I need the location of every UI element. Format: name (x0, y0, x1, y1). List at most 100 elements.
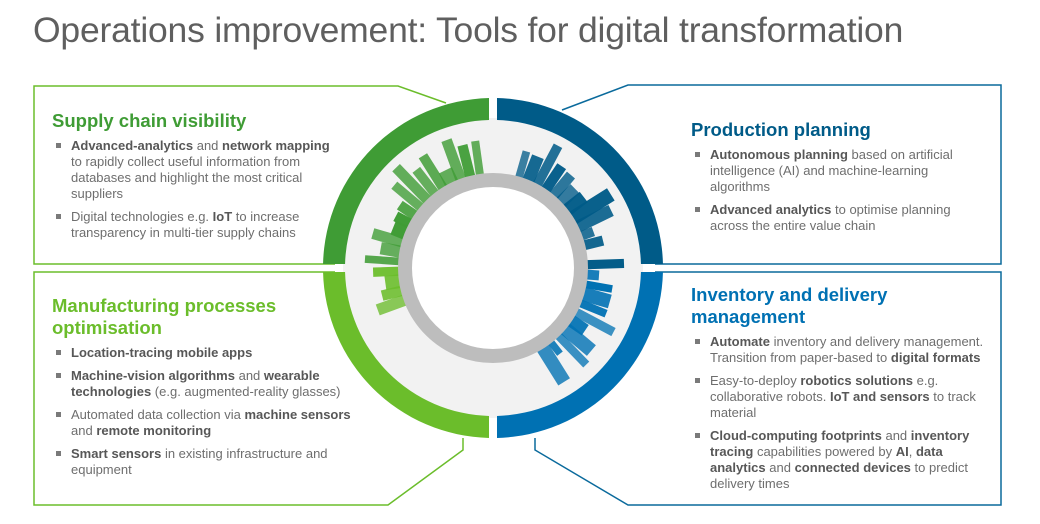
building-shape (581, 287, 612, 309)
building-shape (573, 308, 616, 337)
bullet-item: Advanced analytics to optimise planning … (691, 202, 981, 234)
building-shape (457, 144, 476, 179)
text: to increase transparency in multi-tier s… (71, 209, 300, 240)
manufacturing-box-border (33, 271, 464, 506)
inventory-title: Inventory and delivery management (691, 284, 888, 327)
text: (e.g. augmented-reality glasses) (151, 384, 341, 399)
text: capabilities powered by (753, 444, 896, 459)
bold-text: connected devices (794, 460, 911, 475)
supply-box-border (33, 85, 447, 265)
bold-text: Location-tracing mobile apps (71, 345, 253, 360)
supply-ring-segment (323, 98, 490, 265)
bullet-item: Autonomous planning based on artificial … (691, 147, 981, 195)
bold-text: inventory tracing (710, 428, 970, 459)
page-title: Operations improvement: Tools for digita… (33, 10, 904, 50)
bold-text: Machine-vision algorithms (71, 368, 235, 383)
bullet-item: Easy-to-deploy robotics solutions e.g. c… (691, 373, 991, 421)
bold-text: Advanced-analytics (71, 138, 194, 153)
center-gray-ring (398, 173, 588, 363)
building-shape (582, 235, 605, 251)
bold-text: Advanced analytics (710, 202, 832, 217)
building-shape (379, 242, 402, 258)
building-shape (372, 266, 400, 277)
building-shape (532, 143, 563, 188)
building-shape (384, 274, 401, 291)
text: e.g. collaborative robots. (710, 373, 939, 404)
bullet-item: Automated data collection via machine se… (52, 407, 352, 439)
building-shape (418, 153, 448, 191)
building-shape (556, 184, 580, 208)
building-shape (515, 150, 531, 179)
text: and (765, 460, 795, 475)
building-shape (563, 191, 588, 216)
text: to rapidly collect useful information fr… (71, 154, 303, 201)
text: and (193, 138, 223, 153)
building-shape (548, 339, 563, 356)
manufacturing-ring-segment (323, 271, 490, 438)
bold-text: Smart sensors (71, 446, 162, 461)
building-shape (471, 140, 484, 176)
city-skyline-illustration (364, 138, 625, 386)
text: to track material (710, 389, 976, 420)
bold-text: AI (895, 444, 909, 459)
text: and (234, 368, 264, 383)
bold-text: machine sensors (244, 407, 351, 422)
bullet-item: Advanced-analytics and network mapping t… (52, 138, 342, 202)
text: inventory and delivery management. Trans… (710, 334, 984, 365)
building-shape (555, 332, 590, 368)
text: to predict delivery times (710, 460, 968, 491)
bold-text: wearable technologies (71, 368, 320, 399)
inventory-box-border (534, 271, 1002, 506)
building-shape (541, 163, 567, 194)
building-shape (396, 200, 418, 220)
production-box-border (561, 84, 1002, 265)
building-shape (412, 166, 439, 197)
bold-text: Cloud-computing footprints (710, 428, 882, 443)
bullet-item: Cloud-computing footprints and inventory… (691, 428, 991, 492)
text: in existing infrastructure and equipment (71, 446, 328, 477)
building-shape (584, 280, 613, 293)
inventory-bullet-list: Automate inventory and delivery manageme… (691, 334, 991, 492)
supply-bullet-list: Advanced-analytics and network mapping t… (52, 138, 342, 241)
manufacturing-title: Manufacturing processes optimisation (52, 295, 277, 338)
building-shape (568, 188, 615, 225)
bold-text: remote monitoring (96, 423, 212, 438)
bold-text: Autonomous planning (710, 147, 848, 162)
building-shape (391, 181, 424, 212)
building-shape (536, 344, 570, 386)
bullet-item: Automate inventory and delivery manageme… (691, 334, 991, 366)
bold-text: IoT and sensors (829, 389, 930, 404)
bold-text: digital formats (890, 350, 981, 365)
supply-title: Supply chain visibility (52, 110, 247, 131)
bullet-item: Smart sensors in existing infrastructure… (52, 446, 352, 478)
bold-text: network mapping (222, 138, 330, 153)
building-shape (393, 211, 413, 229)
building-shape (522, 154, 544, 184)
bullet-item: Location-tracing mobile apps (52, 345, 352, 361)
text: , (908, 444, 916, 459)
bold-text: IoT (212, 209, 233, 224)
building-shape (392, 163, 432, 205)
inventory-ring-segment (496, 271, 663, 438)
bold-text: robotics solutions (800, 373, 913, 388)
bullet-item: Digital technologies e.g. IoT to increas… (52, 209, 342, 241)
building-shape (586, 258, 625, 270)
building-shape (567, 315, 589, 336)
production-ring-segment (496, 98, 663, 265)
building-shape (579, 226, 596, 241)
building-shape (441, 138, 466, 182)
text: Automated data collection via (71, 407, 245, 422)
building-shape (375, 294, 407, 316)
text: Easy-to-deploy (710, 373, 801, 388)
text: to optimise planning across the entire v… (710, 202, 951, 233)
building-shape (560, 323, 596, 356)
building-shape (371, 228, 405, 248)
text: Digital technologies e.g. (71, 209, 213, 224)
building-shape (574, 204, 614, 233)
